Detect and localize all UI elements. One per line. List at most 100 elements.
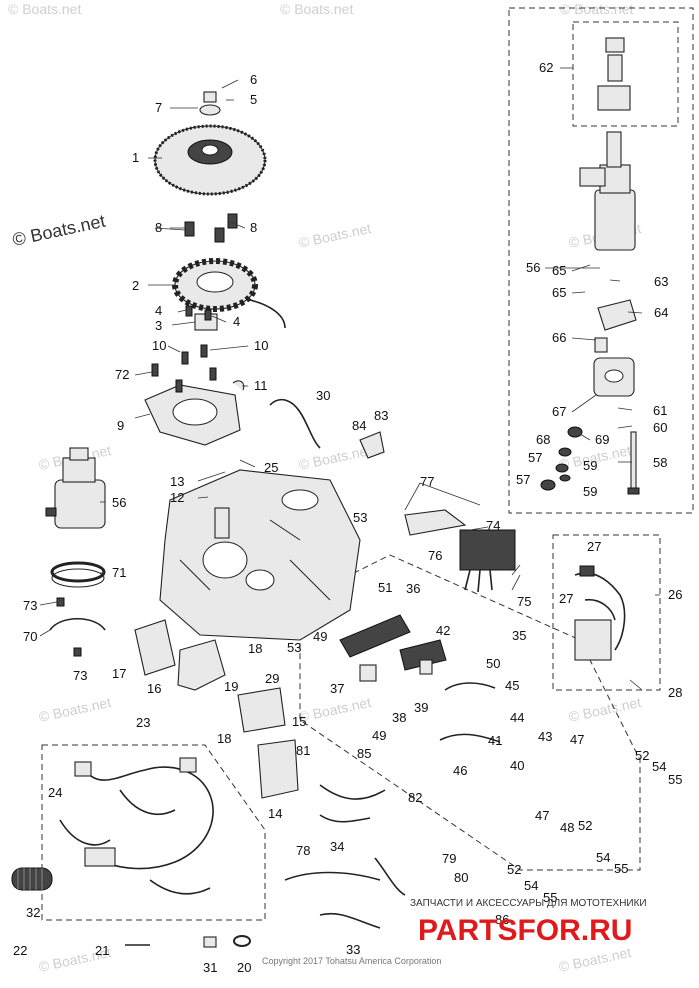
part-label: 34	[330, 839, 344, 854]
part-label: 66	[552, 330, 566, 345]
part-label: 19	[224, 679, 238, 694]
nuts-57-59	[540, 426, 583, 491]
part-label: 73	[23, 598, 37, 613]
harness-box	[41, 744, 266, 921]
bolts-8	[184, 213, 238, 243]
part-label: 63	[654, 274, 668, 289]
part-label: 10	[152, 338, 166, 353]
part-label: 9	[117, 418, 124, 433]
starter-group-box	[508, 7, 694, 514]
cable-33	[319, 912, 381, 929]
part-label: 6	[250, 72, 257, 87]
stator-base-plate	[144, 384, 241, 446]
fuel-line-30	[269, 398, 321, 449]
part-label: 54	[596, 850, 610, 865]
crankcase-block	[159, 469, 361, 641]
part-label: 31	[203, 960, 217, 975]
part-label: 8	[250, 220, 257, 235]
part-label: 35	[512, 628, 526, 643]
clamp-20	[233, 935, 251, 947]
starter-endcap-67	[593, 357, 635, 397]
part-label: 21	[95, 943, 109, 958]
stator	[172, 258, 286, 329]
cable-78b	[374, 857, 406, 896]
part-label: 15	[292, 714, 306, 729]
starter-drive-62	[597, 37, 631, 111]
watermark-brand: © Boats.net	[37, 694, 112, 725]
watermark-brand: © Boats.net	[297, 694, 372, 725]
part-label: 5	[250, 92, 257, 107]
part-label: 28	[668, 685, 682, 700]
part-label: 52	[578, 818, 592, 833]
bracket-16	[177, 639, 226, 691]
part-label: 8	[155, 220, 162, 235]
part-label: 13	[170, 474, 184, 489]
part-label: 86	[495, 912, 509, 927]
part-label: 65	[552, 263, 566, 278]
part-label: 16	[147, 681, 161, 696]
starter-motor-left	[45, 447, 106, 529]
part-label: 17	[112, 666, 126, 681]
shop-logo: PARTSFOR.RU	[418, 914, 632, 947]
part-label: 30	[316, 388, 330, 403]
part-label: 49	[313, 629, 327, 644]
starter-band-71	[50, 561, 106, 588]
part-label: 85	[357, 746, 371, 761]
part-label: 71	[112, 565, 126, 580]
part-label: 12	[170, 490, 184, 505]
part-label: 67	[552, 404, 566, 419]
part-label: 73	[73, 668, 87, 683]
part-label: 77	[420, 474, 434, 489]
wire-kit-parts	[339, 614, 501, 743]
part-label: 36	[406, 581, 420, 596]
part-label: 48	[560, 820, 574, 835]
part-label: 60	[653, 420, 667, 435]
part-label: 55	[614, 861, 628, 876]
part-label: 29	[265, 671, 279, 686]
part-label: 55	[668, 772, 682, 787]
watermark-brand: © Boats.net	[11, 211, 107, 250]
part-label: 61	[653, 403, 667, 418]
starter-drive-box	[572, 21, 679, 127]
wire-kit-box	[299, 554, 641, 871]
wire-harness-23	[59, 757, 214, 895]
part-label: 68	[536, 432, 550, 447]
part-label: 7	[155, 100, 162, 115]
part-label: 33	[346, 942, 360, 957]
part-label: 57	[528, 450, 542, 465]
part-label: 52	[635, 748, 649, 763]
part-label: 56	[526, 260, 540, 275]
part-label: 59	[583, 458, 597, 473]
part-label: 25	[264, 460, 278, 475]
part-label: 18	[248, 641, 262, 656]
part-label: 49	[372, 728, 386, 743]
watermark-brand: © Boats.net	[297, 220, 372, 251]
part-label: 75	[517, 594, 531, 609]
flywheel	[153, 91, 267, 196]
grommet-32	[11, 867, 53, 891]
part-label: 2	[132, 278, 139, 293]
part-label: 70	[23, 629, 37, 644]
part-label: 52	[507, 862, 521, 877]
part-label: 54	[652, 759, 666, 774]
part-label: 74	[486, 518, 500, 533]
part-label: 41	[488, 733, 502, 748]
part-label: 1	[132, 150, 139, 165]
part-label: 44	[510, 710, 524, 725]
part-label: 43	[538, 729, 552, 744]
starter-motor-right	[579, 131, 636, 251]
copyright-text: Copyright 2017 Tohatsu America Corporati…	[262, 956, 441, 966]
part-label: 57	[516, 472, 530, 487]
rectifier-74	[404, 509, 516, 593]
part-label: 39	[414, 700, 428, 715]
part-label: 10	[254, 338, 268, 353]
part-label: 53	[287, 640, 301, 655]
part-label: 32	[26, 905, 40, 920]
bracket-70	[49, 597, 106, 657]
part-label: 27	[559, 591, 573, 606]
part-label: 18	[217, 731, 231, 746]
part-label: 45	[505, 678, 519, 693]
part-label: 79	[442, 851, 456, 866]
watermark-brand: © Boats.net	[557, 944, 632, 975]
